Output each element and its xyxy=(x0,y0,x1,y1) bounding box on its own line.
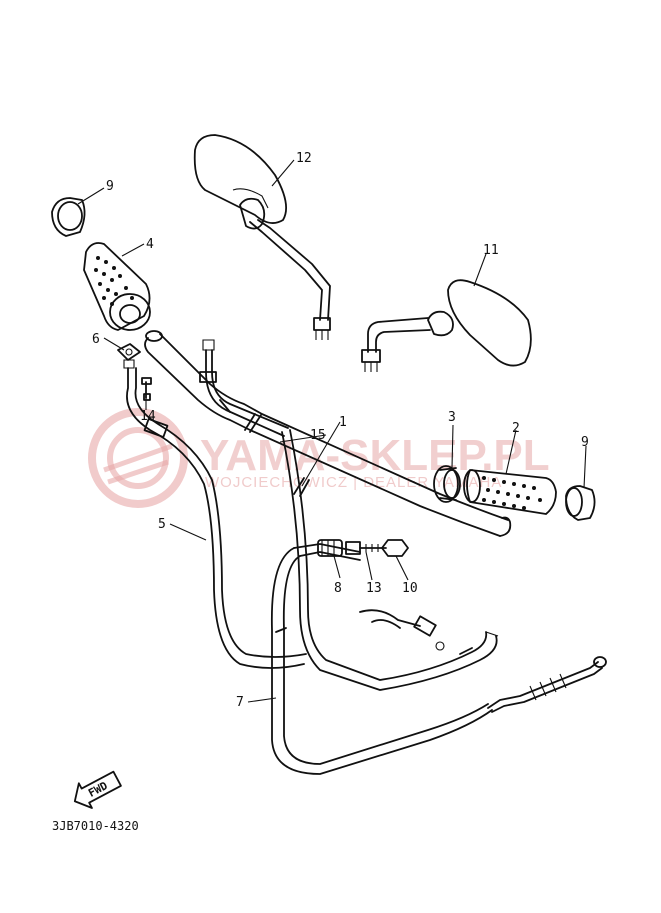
mirror-right[interactable] xyxy=(361,279,532,372)
callout-9-right: 9 xyxy=(581,435,589,450)
callout-4: 4 xyxy=(146,237,154,252)
grip-end-right[interactable] xyxy=(565,485,596,521)
grip-end-left[interactable] xyxy=(51,197,86,237)
throttle-grip[interactable] xyxy=(83,242,151,331)
watermark-subtitle: WOJCIECHOWICZ | DEALER YAMAHA xyxy=(205,474,502,491)
callout-15: 15 xyxy=(310,428,326,443)
callout-1: 1 xyxy=(339,415,347,430)
watermark: YAMA-SKLEP.PL WOJCIECHOWICZ | DEALER YAM… xyxy=(88,408,550,508)
cable-7[interactable] xyxy=(270,543,607,775)
callouts: 9 4 6 14 12 11 15 1 3 2 9 5 7 8 13 10 xyxy=(92,151,589,710)
callout-9-left: 9 xyxy=(106,179,114,194)
fwd-label: FWD xyxy=(86,779,110,800)
diagram-code: 3JB7010-4320 xyxy=(52,819,139,833)
callout-3: 3 xyxy=(448,410,456,425)
cable-guide[interactable] xyxy=(117,343,141,361)
callout-7: 7 xyxy=(236,695,244,710)
callout-11: 13 xyxy=(366,581,382,596)
collar[interactable] xyxy=(433,465,461,503)
callout-5: 5 xyxy=(158,517,166,532)
callout-13: 12 xyxy=(296,151,312,166)
screw[interactable] xyxy=(141,377,152,401)
leader-lines xyxy=(77,159,587,703)
mirror-left[interactable] xyxy=(193,134,331,340)
cable-adjuster[interactable] xyxy=(317,539,409,557)
callout-10: 10 xyxy=(402,581,418,596)
callout-8: 8 xyxy=(334,581,342,596)
callout-12: 11 xyxy=(483,243,499,258)
cable-5[interactable] xyxy=(123,359,307,669)
grip-right[interactable] xyxy=(463,469,557,515)
watermark-logo xyxy=(88,408,188,508)
fwd-arrow: FWD xyxy=(73,770,122,809)
callout-14: 14 xyxy=(140,409,156,424)
throttle-cable[interactable] xyxy=(199,339,499,691)
callout-6: 6 xyxy=(92,332,100,347)
callout-2: 2 xyxy=(512,421,520,436)
